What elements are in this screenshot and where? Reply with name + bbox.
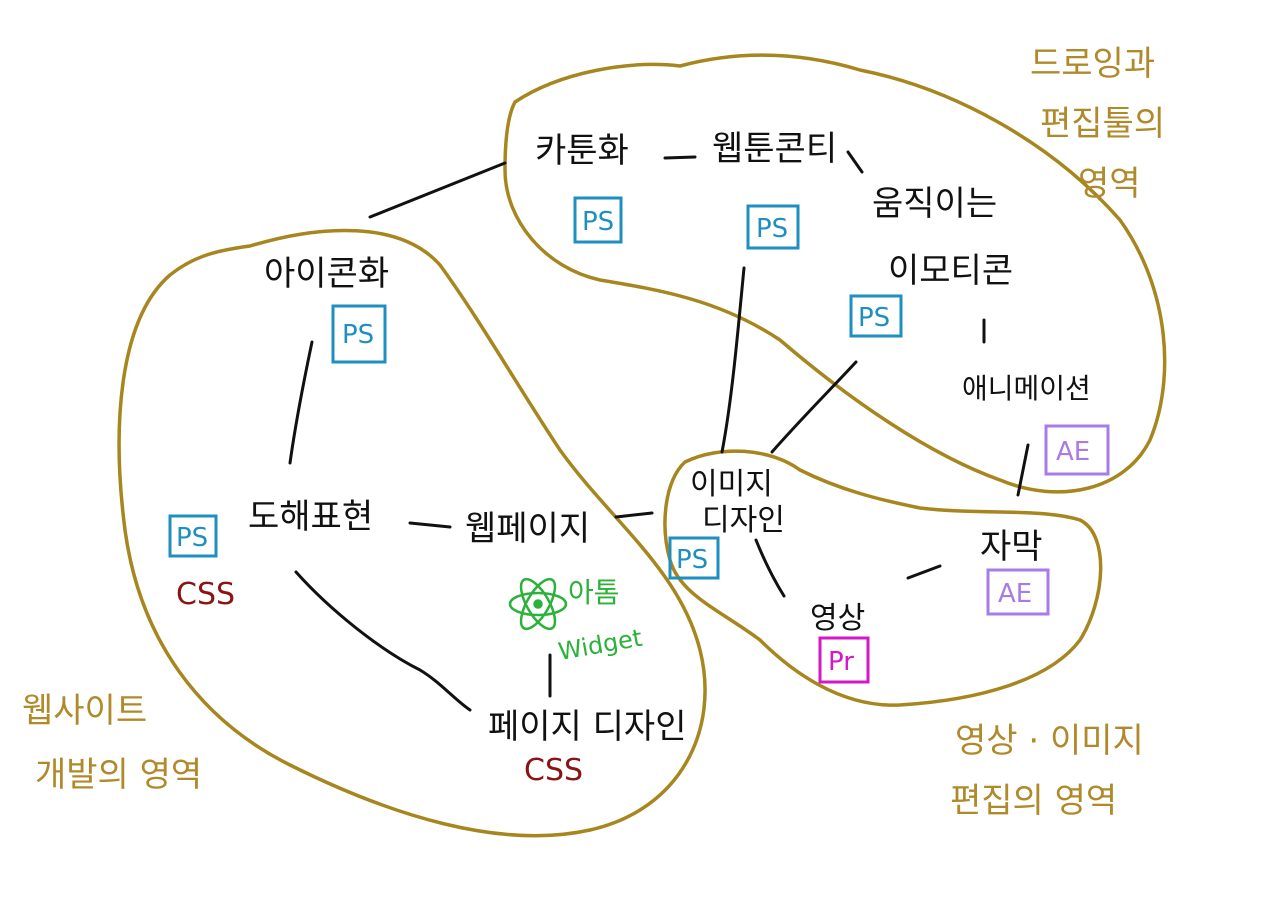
region-label-line: 영상 · 이미지	[955, 721, 1144, 761]
ps-badge-box	[573, 196, 623, 244]
connector-animation-subtitle	[1016, 443, 1030, 497]
pr-badge-box	[818, 636, 870, 684]
atom-label: 아톰	[568, 576, 620, 609]
ps-badge-label: PS	[176, 523, 208, 553]
region-label-line: 드로잉과	[1030, 44, 1155, 84]
connector-diagram-page-design	[294, 570, 472, 712]
node-webpage: 웹페이지	[465, 509, 590, 549]
ps-badge-image-design: PS	[668, 536, 720, 580]
ae-badge-animation: AE	[1044, 424, 1110, 476]
region-label-line: 영역	[1078, 164, 1141, 204]
region-label-drawing-tools: 드로잉과 편집툴의 영역	[1030, 44, 1165, 204]
atom-icon	[508, 577, 568, 631]
region-label-line: 편집툴의	[1040, 104, 1165, 144]
pr-badge-label: Pr	[828, 647, 854, 677]
node-subtitle: 자막	[980, 527, 1043, 567]
region-label-line: 개발의 영역	[35, 755, 202, 795]
region-outline-video-image-editing	[663, 449, 1103, 707]
connector-webtoon-emoticon	[846, 150, 864, 174]
widget-label: Widget	[556, 624, 644, 666]
node-page-design: 페이지 디자인	[488, 707, 687, 747]
ps-badge-iconize: PS	[331, 304, 387, 364]
ae-badge-box	[986, 568, 1050, 616]
connector-diagram-webpage	[408, 521, 452, 529]
ae-badge-label: AE	[998, 579, 1032, 609]
node-moving-emoticon-line1: 움직이는	[872, 184, 997, 224]
ps-badge-webtoon: PS	[746, 204, 800, 250]
ps-badge-label: PS	[858, 303, 890, 333]
connector-webpage-image-design	[614, 511, 654, 519]
region-label-web-development: 웹사이트 개발의 영역	[22, 691, 202, 795]
node-image-design-line1: 이미지	[690, 467, 773, 502]
connector-image-design-video	[754, 538, 786, 598]
node-webtoon-content: 웹툰콘티	[712, 129, 837, 169]
ae-badge-subtitle: AE	[986, 568, 1050, 616]
node-video: 영상	[810, 601, 865, 636]
ps-badge-box	[331, 304, 387, 364]
ps-badge-label: PS	[342, 320, 374, 350]
ps-badge-label: PS	[756, 214, 788, 244]
region-label-line: 웹사이트	[22, 691, 147, 731]
node-diagram: 도해표현	[248, 497, 373, 537]
node-cartoon: 카툰화	[535, 131, 629, 171]
node-iconize: 아이콘화	[264, 254, 389, 294]
atom-orbit	[519, 577, 557, 631]
css-label-page-design: CSS	[524, 753, 583, 788]
ps-badge-diagram: PS	[168, 514, 218, 558]
connector-cartoon-webtoon	[663, 155, 697, 160]
region-outline-web-development	[117, 228, 707, 838]
ae-badge-label: AE	[1056, 437, 1090, 467]
ps-badge-cartoon: PS	[573, 196, 623, 244]
ps-badge-box	[668, 536, 720, 580]
ps-badge-box	[746, 204, 800, 250]
ps-badge-box	[849, 294, 903, 338]
pr-badge-video: Pr	[818, 636, 870, 684]
ps-badge-label: PS	[676, 545, 708, 575]
atom-orbit	[519, 577, 557, 631]
node-moving-emoticon-line2: 이모티콘	[888, 251, 1013, 291]
connector-iconize-diagram	[288, 340, 314, 465]
node-animation: 애니메이션	[962, 372, 1091, 405]
atom-orbit	[508, 591, 568, 617]
region-label-video-image-editing: 영상 · 이미지 편집의 영역	[950, 721, 1144, 821]
ae-badge-box	[1044, 424, 1110, 476]
region-label-line: 편집의 영역	[950, 781, 1117, 821]
connector-cartoon-iconize	[368, 161, 507, 219]
region-outline-drawing-tools	[503, 53, 1167, 494]
connector-webtoon-image-design	[720, 266, 746, 454]
css-label-diagram: CSS	[176, 577, 235, 612]
connector-video-subtitle	[906, 564, 942, 580]
ps-badge-label: PS	[582, 207, 614, 237]
atom-nucleus	[533, 599, 543, 609]
ps-badge-box	[168, 514, 218, 558]
node-image-design-line2: 디자인	[702, 503, 785, 538]
connector-emoticon-image-design	[770, 360, 858, 454]
ps-badge-emoticon: PS	[849, 294, 903, 338]
